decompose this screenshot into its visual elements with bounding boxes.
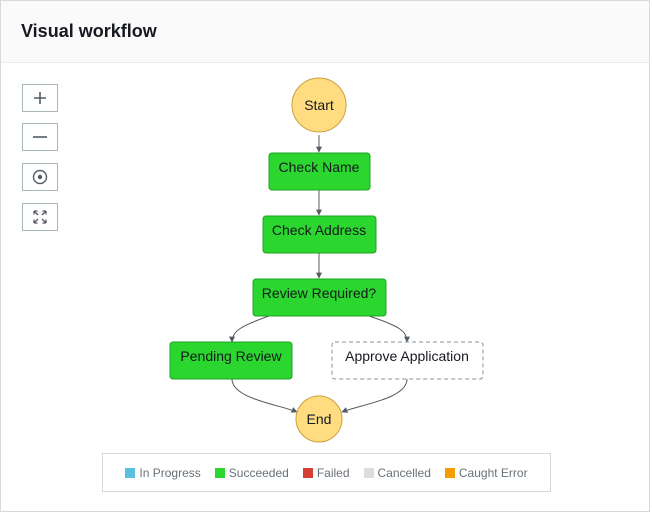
edge-approve-to-end — [341, 378, 408, 413]
swatch-icon — [302, 467, 313, 478]
state-pending-review-label: Pending Review — [180, 348, 282, 364]
start-node[interactable]: Start — [291, 77, 347, 133]
edge-review-to-pending — [229, 315, 270, 343]
state-approve-application-label: Approve Application — [345, 348, 469, 364]
legend-label: Cancelled — [377, 465, 431, 480]
legend-item-in-progress: In Progress — [125, 465, 201, 480]
state-check-address-label: Check Address — [272, 222, 366, 238]
panel-title: Visual workflow — [21, 21, 157, 41]
edge-review-to-approve — [368, 315, 410, 343]
state-review-required-label: Review Required? — [262, 285, 377, 301]
state-check-name[interactable]: Check Name — [268, 152, 371, 191]
minus-icon — [33, 136, 47, 138]
state-check-address[interactable]: Check Address — [262, 215, 377, 254]
fit-to-screen-button[interactable] — [22, 203, 58, 231]
workflow-edges — [229, 135, 410, 413]
end-label: End — [307, 411, 332, 427]
zoom-out-button[interactable] — [22, 123, 58, 151]
panel-header: Visual workflow — [1, 1, 649, 63]
legend-item-caught-error: Caught Error — [444, 465, 528, 480]
expand-icon — [33, 210, 47, 224]
state-pending-review[interactable]: Pending Review — [169, 341, 293, 380]
end-node[interactable]: End — [295, 395, 343, 443]
legend-label: Succeeded — [228, 465, 289, 480]
legend-item-succeeded: Succeeded — [214, 465, 289, 480]
legend-label: In Progress — [139, 465, 201, 480]
swatch-icon — [363, 467, 374, 478]
swatch-icon — [444, 467, 455, 478]
status-legend: In Progress Succeeded Failed Cancelled C… — [102, 453, 551, 492]
swatch-icon — [214, 467, 225, 478]
plus-icon — [34, 92, 46, 104]
state-approve-application[interactable]: Approve Application — [331, 341, 484, 380]
state-review-required[interactable]: Review Required? — [252, 278, 387, 317]
legend-item-failed: Failed — [302, 465, 350, 480]
legend-item-cancelled: Cancelled — [363, 465, 431, 480]
legend-label: Caught Error — [458, 465, 528, 480]
zoom-in-button[interactable] — [22, 84, 58, 112]
legend-label: Failed — [316, 465, 350, 480]
start-label: Start — [304, 97, 334, 113]
swatch-icon — [125, 467, 136, 478]
center-button[interactable] — [22, 163, 58, 191]
edge-pending-to-end — [231, 378, 298, 413]
target-icon — [32, 169, 48, 185]
state-check-name-label: Check Name — [279, 159, 360, 175]
